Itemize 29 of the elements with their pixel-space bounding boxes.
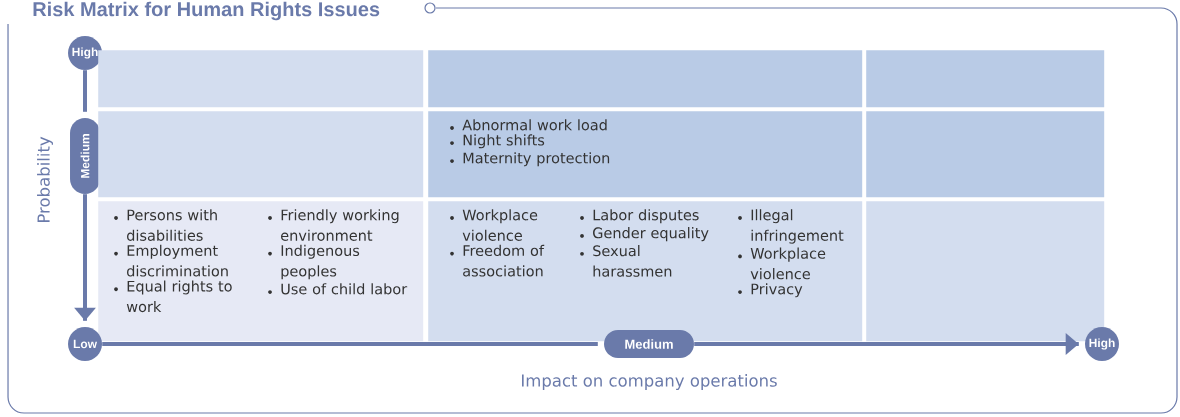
list-item: Equal rights to work: [114, 280, 232, 313]
axis-title: Impact on company operations: [522, 374, 777, 390]
list-item: Workplace violence: [738, 247, 826, 280]
list-item: Labor disputes: [580, 209, 699, 224]
matrix-cell: [98, 50, 424, 108]
list-item: Freedom of association: [450, 244, 545, 277]
matrix-cell: [98, 111, 424, 198]
list-item: Indigenous peoples: [268, 244, 360, 280]
matrix-cell: [428, 50, 863, 108]
axis-line: [694, 333, 1079, 355]
matrix-cell: [866, 50, 1105, 108]
list-item: Workplace violence: [450, 209, 538, 241]
list-item: Maternity protection: [450, 152, 610, 167]
list-item: Gender equality: [580, 227, 709, 242]
axis-line: [102, 342, 598, 346]
axis-line: [83, 70, 87, 112]
matrix-cell: [866, 111, 1105, 198]
list-item: Illegal infringement: [738, 209, 844, 244]
list-item: Persons with disabilities: [114, 209, 217, 241]
list-item: Privacy: [738, 283, 803, 298]
list-item: Employment discrimination: [114, 244, 228, 277]
title: Risk Matrix for Human Rights Issues: [33, 1, 380, 21]
axis-line: [74, 194, 96, 321]
list-item: Use of child labor: [268, 283, 408, 295]
list-item: Sexual harassmen: [580, 245, 672, 277]
axis-title: Probability: [37, 136, 53, 222]
list-item: Abnormal work load: [450, 119, 607, 131]
list-item: Friendly working environment: [268, 209, 399, 241]
list-item: Night shifts: [450, 134, 545, 149]
